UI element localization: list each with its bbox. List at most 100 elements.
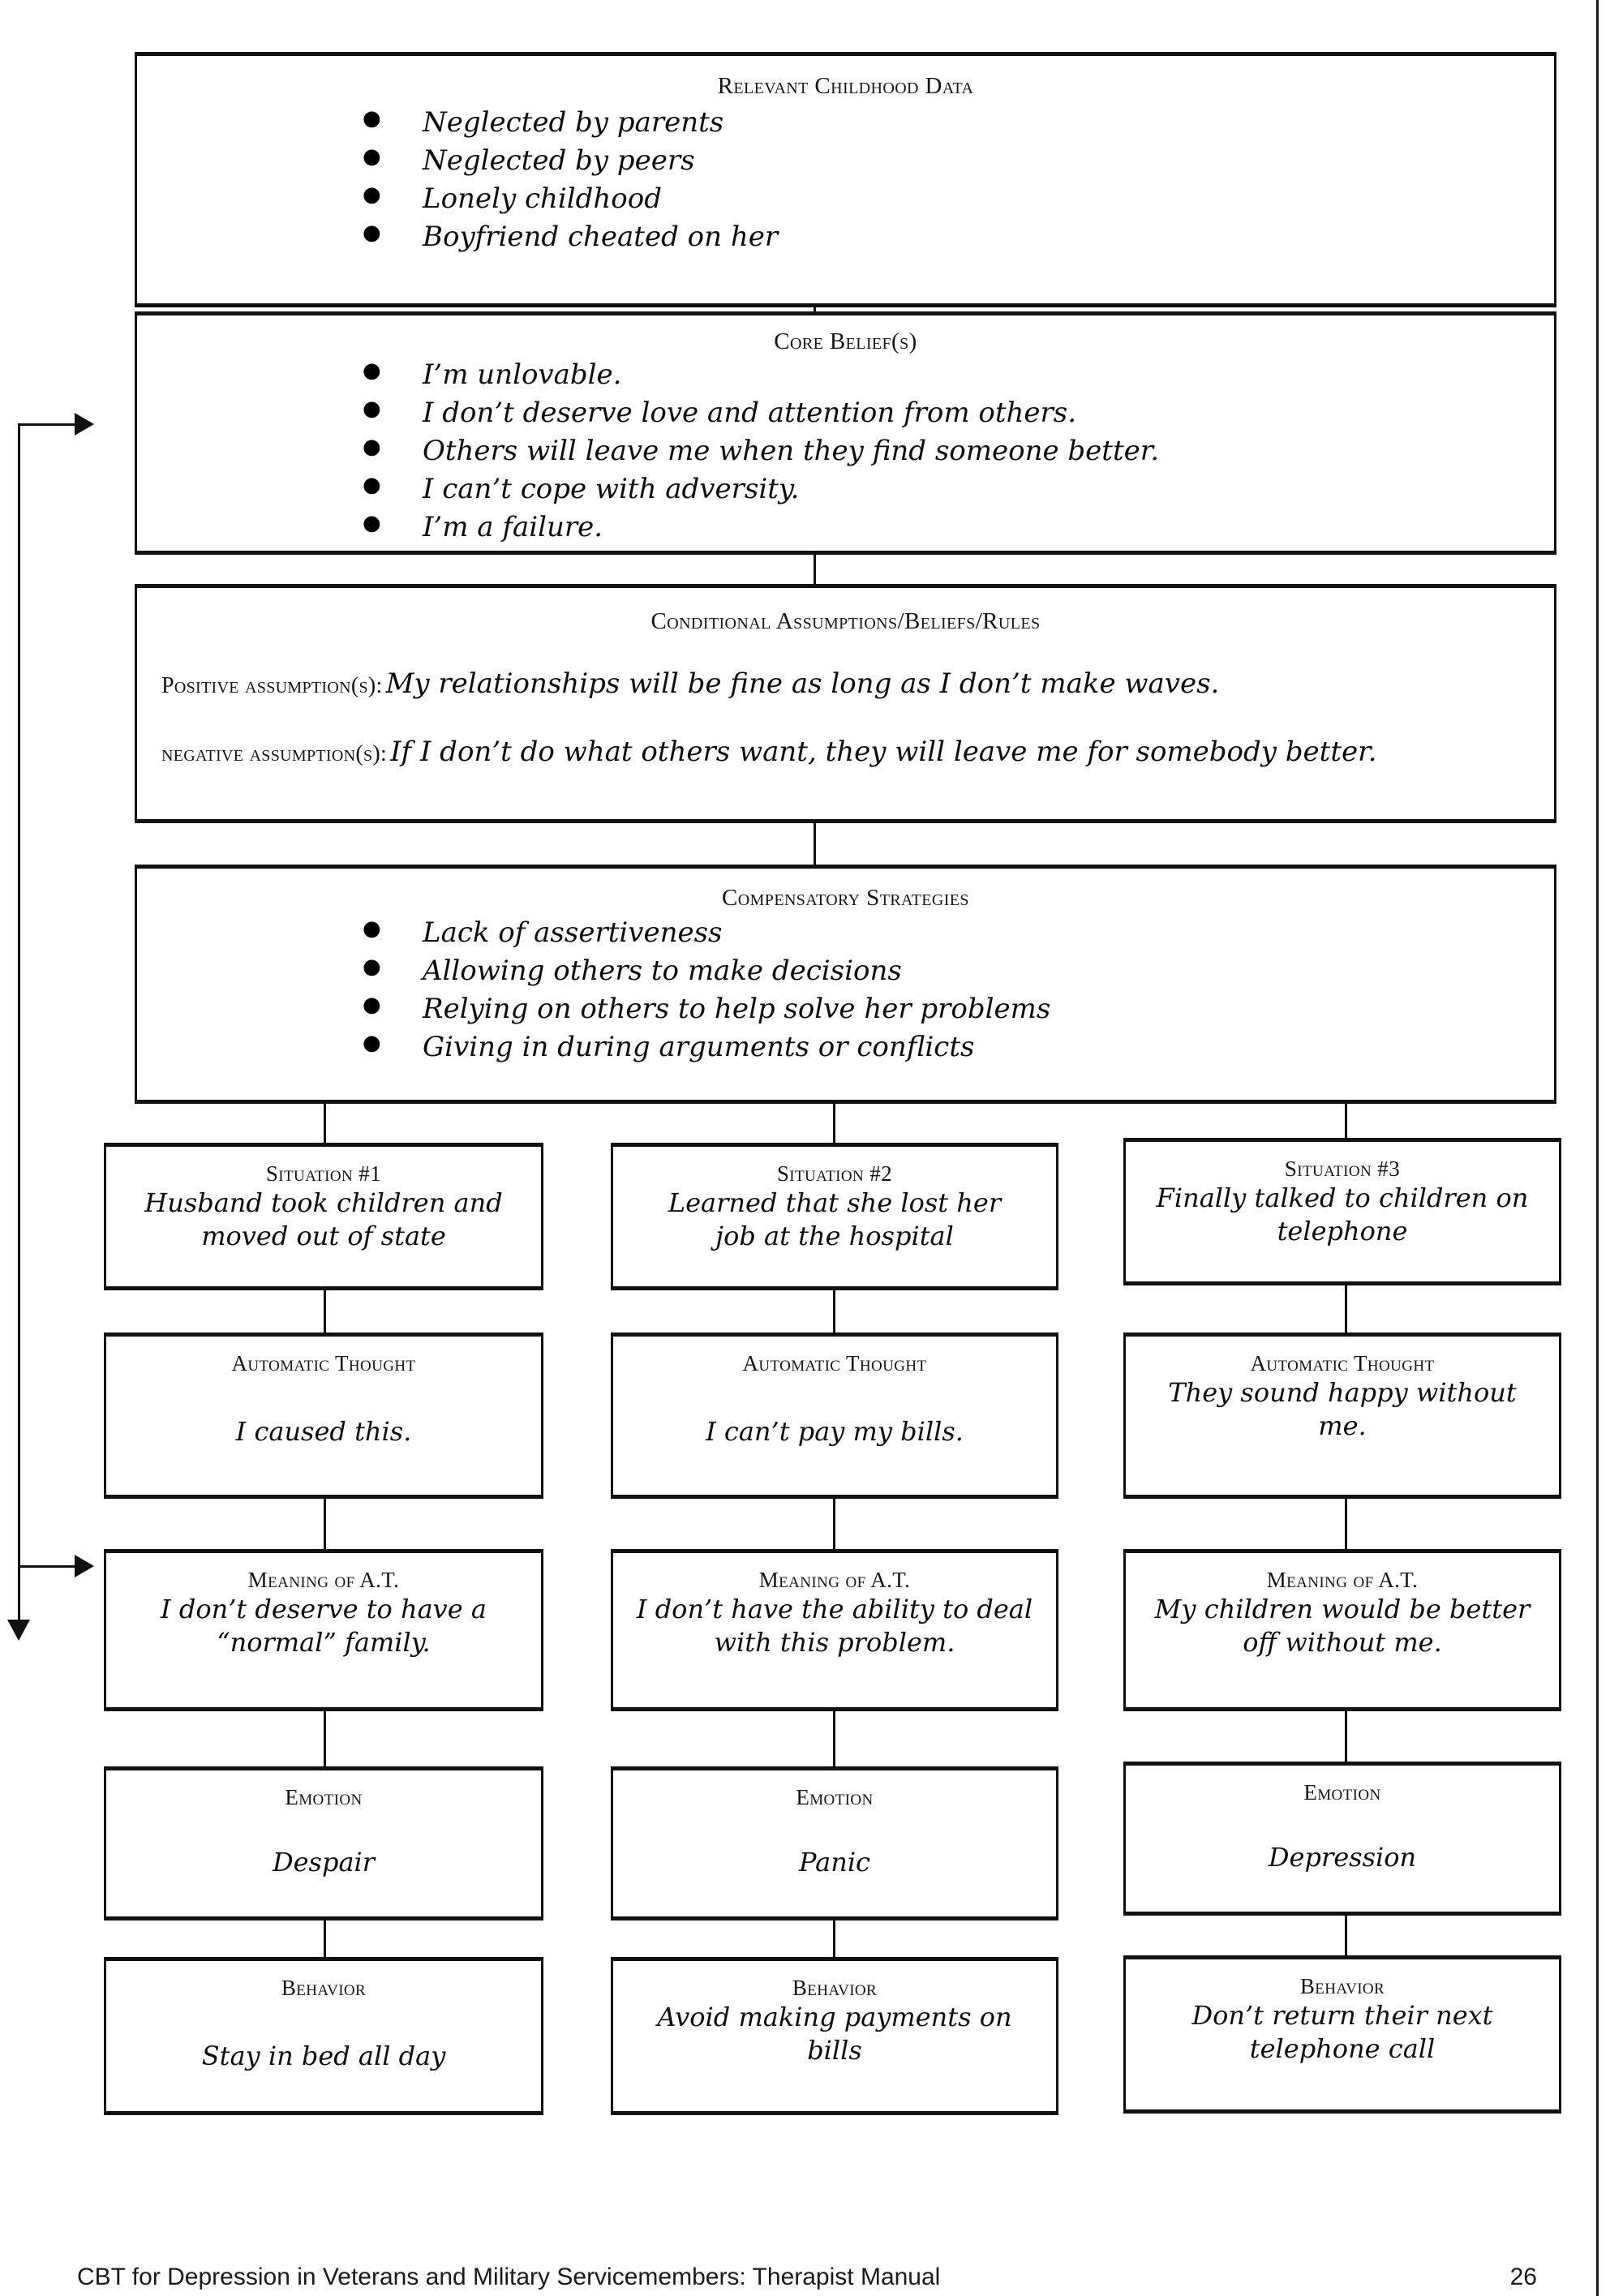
connector-conditional-to-compensatory [814,823,816,866]
list-item-label: Boyfriend cheated on her [423,220,779,253]
behavior-1-header: Behavior [281,1976,367,2000]
list-item-label: Others will leave me when they find some… [423,435,1160,468]
connector-compensatory-col1 [324,1104,326,1143]
bullet-icon: ● [363,106,381,131]
connector-meaning2-to-emotion2 [833,1711,835,1766]
box-emotion-2: Emotion Panic [611,1766,1058,1920]
connector-at1-to-meaning1 [324,1499,326,1549]
list-item-label: Neglected by peers [423,144,695,178]
situation-2-text: Learned that she lost her job at the hos… [668,1187,1002,1251]
list-item: ● Boyfriend cheated on her [363,219,1554,255]
list-item-label: I can’t cope with adversity. [423,472,800,505]
automatic-thought-1-header: Automatic Thought [231,1351,416,1375]
connector-meaning3-to-emotion3 [1345,1711,1347,1762]
box-behavior-3: Behavior Don’t return their next telepho… [1123,1955,1561,2114]
positive-assumption-label: Positive assumption(s): [161,673,383,699]
emotion-1-text: Despair [272,1847,376,1878]
connector-sit1-to-at1 [324,1290,326,1333]
bullet-icon: ● [363,220,381,245]
box-core-beliefs: Core Belief(s) ●I’m unlovable. ● I don’t … [135,311,1556,555]
automatic-thought-2-text: I can’t pay my bills. [706,1416,964,1448]
core-beliefs-list: ●I’m unlovable. ● I don’t deserve love an… [363,357,1554,545]
box-compensatory-strategies: Compensatory Strategies ●Lack of asserti… [135,865,1556,1104]
page-edge-rule [1596,0,1599,2296]
bullet-icon: ● [363,1030,381,1055]
childhood-list: ●Neglected by parents ● Neglected by peer… [363,105,1554,255]
compensatory-list: ●Lack of assertiveness ●Allowing others … [363,915,1554,1066]
bullet-icon: ● [363,144,381,170]
box-automatic-thought-1: Automatic Thought I caused this. [104,1333,543,1499]
list-item-label: Allowing others to make decisions [423,955,902,988]
bullet-icon: ● [363,955,381,980]
connector-sit2-to-at2 [833,1290,835,1333]
automatic-thought-3-header: Automatic Thought [1250,1351,1435,1375]
list-item: ● Neglected by peers [363,143,1554,179]
meaning-2-header: Meaning of A.T. [758,1568,911,1592]
box-automatic-thought-2: Automatic Thought I can’t pay my bills. [611,1333,1058,1499]
box-situation-3: Situation #3 Finally talked to children … [1123,1138,1561,1285]
feedback-arrow-down-terminal[interactable] [7,1620,30,1641]
list-item-label: Lack of assertiveness [423,916,723,950]
list-item-label: Giving in during arguments or conflicts [423,1030,975,1063]
box-relevant-childhood-data: Relevant Childhood Data ●Neglected by pa… [135,52,1556,307]
box-automatic-thought-3: Automatic Thought They sound happy witho… [1123,1333,1561,1499]
positive-assumption-value: My relationships will be fine as long as… [385,667,1220,701]
feedback-arrow-into-meaning[interactable] [75,1555,94,1577]
meaning-3-header: Meaning of A.T. [1266,1568,1419,1592]
situation-3-header: Situation #3 [1284,1157,1401,1181]
connector-emotion2-to-behavior2 [833,1920,835,1957]
box-behavior-1: Behavior Stay in bed all day [104,1957,543,2115]
list-item-label: Relying on others to help solve her prob… [423,993,1051,1026]
list-item: ● Relying on others to help solve her pro… [363,991,1554,1028]
meaning-1-header: Meaning of A.T. [247,1568,400,1592]
feedback-loop-top-segment [18,423,76,426]
box-emotion-3: Emotion Depression [1123,1762,1561,1916]
bullet-icon: ● [363,397,381,422]
feedback-loop-branch-segment [18,1565,76,1568]
emotion-1-header: Emotion [285,1785,363,1809]
feedback-arrow-into-core-beliefs[interactable] [75,413,94,436]
bullet-icon: ● [363,358,381,384]
list-item: ● Lonely childhood [363,181,1554,217]
situation-3-text: Finally talked to children on telephone [1156,1182,1529,1247]
situation-1-header: Situation #1 [265,1161,382,1186]
compensatory-header: Compensatory Strategies [722,885,969,911]
emotion-2-header: Emotion [796,1785,874,1809]
connector-sit3-to-at3 [1345,1285,1347,1333]
list-item: ●Lack of assertiveness [363,915,1554,951]
bullet-icon: ● [363,435,381,460]
behavior-3-text: Don’t return their next telephone call [1191,2000,1493,2064]
list-item: ●I’m unlovable. [363,357,1554,393]
box-meaning-2: Meaning of A.T. I don’t have the ability… [611,1549,1058,1711]
negative-assumption-row: negative assumption(s): If I don’t do wh… [161,736,1554,768]
list-item-label: Lonely childhood [423,182,663,216]
core-beliefs-header: Core Belief(s) [774,328,917,354]
bullet-icon: ● [363,472,381,497]
connector-compensatory-col3 [1345,1104,1347,1143]
connector-at2-to-meaning2 [833,1499,835,1549]
list-item-label: I don’t deserve love and attention from … [423,397,1077,430]
list-item: ● Giving in during arguments or conflicts [363,1029,1554,1066]
automatic-thought-1-text: I caused this. [235,1416,412,1448]
automatic-thought-2-header: Automatic Thought [742,1351,927,1375]
box-meaning-1: Meaning of A.T. I don’t deserve to have … [104,1549,543,1711]
meaning-2-text: I don’t have the ability to deal with th… [636,1594,1033,1658]
emotion-3-header: Emotion [1303,1780,1381,1805]
list-item: ● Allowing others to make decisions [363,953,1554,989]
behavior-2-header: Behavior [792,1976,878,2000]
connector-meaning1-to-emotion1 [324,1711,326,1766]
automatic-thought-3-text: They sound happy without me. [1168,1377,1517,1441]
bullet-icon: ● [363,993,381,1018]
bullet-icon: ● [363,182,381,208]
emotion-3-text: Depression [1268,1842,1417,1873]
footer-title: CBT for Depression in Veterans and Milit… [77,2264,941,2290]
box-situation-1: Situation #1 Husband took children and m… [104,1143,543,1290]
positive-assumption-row: Positive assumption(s): My relationships… [161,667,1554,700]
page-footer: CBT for Depression in Veterans and Milit… [77,2264,1537,2291]
bullet-icon: ● [363,510,381,535]
conditional-header: Conditional Assumptions/Beliefs/Rules [650,608,1041,634]
list-item: ●Neglected by parents [363,105,1554,141]
connector-core-to-conditional [814,555,816,584]
meaning-3-text: My children would be better off without … [1154,1594,1531,1658]
meaning-1-text: I don’t deserve to have a “normal” famil… [161,1594,487,1658]
